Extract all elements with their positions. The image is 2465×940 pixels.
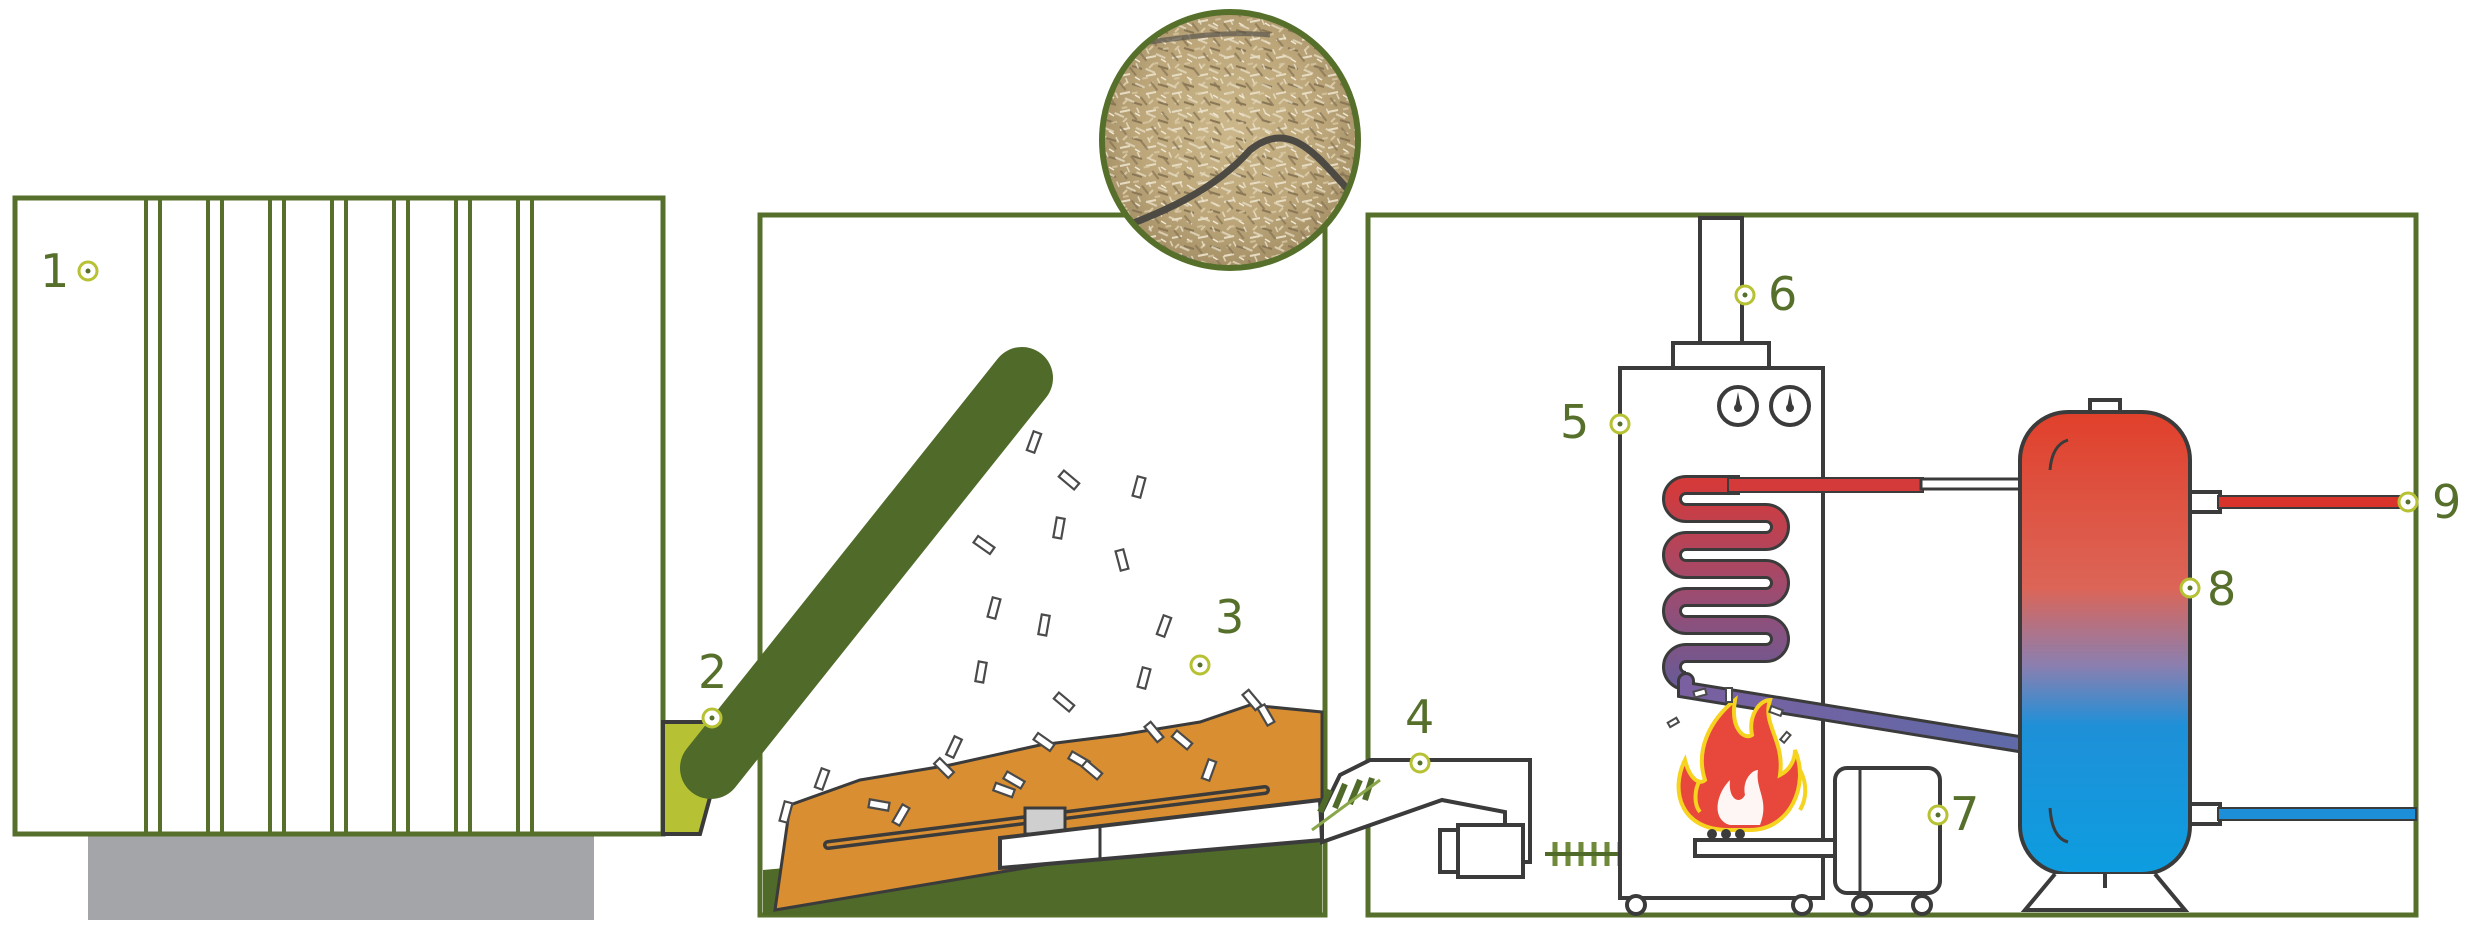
label-7: 7 xyxy=(1950,787,1979,841)
hot-outlet-pipe xyxy=(2217,495,2417,509)
storage-bay-dividers xyxy=(144,198,534,834)
heat-exchanger-coil xyxy=(1665,478,1787,688)
callout-2: 2 xyxy=(698,645,727,729)
boiler-room xyxy=(1311,212,2419,918)
callout-4: 4 xyxy=(1405,690,1434,774)
flame-icon xyxy=(1676,695,1808,832)
photo-frame xyxy=(1099,9,1361,271)
wood-chips-photo xyxy=(1099,9,1361,271)
callout-5: 5 xyxy=(1560,395,1631,449)
storage-wall xyxy=(12,195,666,837)
tank-stand xyxy=(2020,872,2190,912)
buffer-tank xyxy=(2018,410,2192,876)
stoker-screw xyxy=(1311,777,1381,832)
hot-flow-pipe xyxy=(1727,477,1924,493)
cold-return-pipe xyxy=(2217,807,2417,821)
callout-8: 8 xyxy=(2179,562,2236,616)
label-9: 9 xyxy=(2432,475,2461,529)
callout-7: 7 xyxy=(1927,787,1979,841)
callout-1: 1 xyxy=(40,244,99,298)
label-5: 5 xyxy=(1560,395,1589,449)
callout-3: 3 xyxy=(1189,590,1244,676)
gauge-icon xyxy=(1717,385,1759,427)
label-1: 1 xyxy=(40,244,69,298)
chip-store-room xyxy=(680,212,1328,918)
callout-9: 9 xyxy=(2397,475,2461,529)
filling-auger-tube xyxy=(680,347,1053,799)
falling-chips xyxy=(778,429,1276,828)
gauge-icon xyxy=(1769,385,1811,427)
burning-chips xyxy=(1666,687,1792,745)
label-2: 2 xyxy=(698,645,727,699)
label-6: 6 xyxy=(1768,267,1797,321)
label-4: 4 xyxy=(1405,690,1434,744)
flue-collar xyxy=(1671,341,1771,371)
storage-building xyxy=(12,195,714,920)
concrete-slab xyxy=(88,832,594,920)
callout-6: 6 xyxy=(1734,267,1797,321)
label-3: 3 xyxy=(1215,590,1244,644)
stoker-motor xyxy=(1456,823,1525,879)
flue-pipe xyxy=(1698,216,1744,348)
return-pipe xyxy=(1680,675,2031,751)
label-8: 8 xyxy=(2207,562,2236,616)
ash-container xyxy=(1833,766,1942,895)
